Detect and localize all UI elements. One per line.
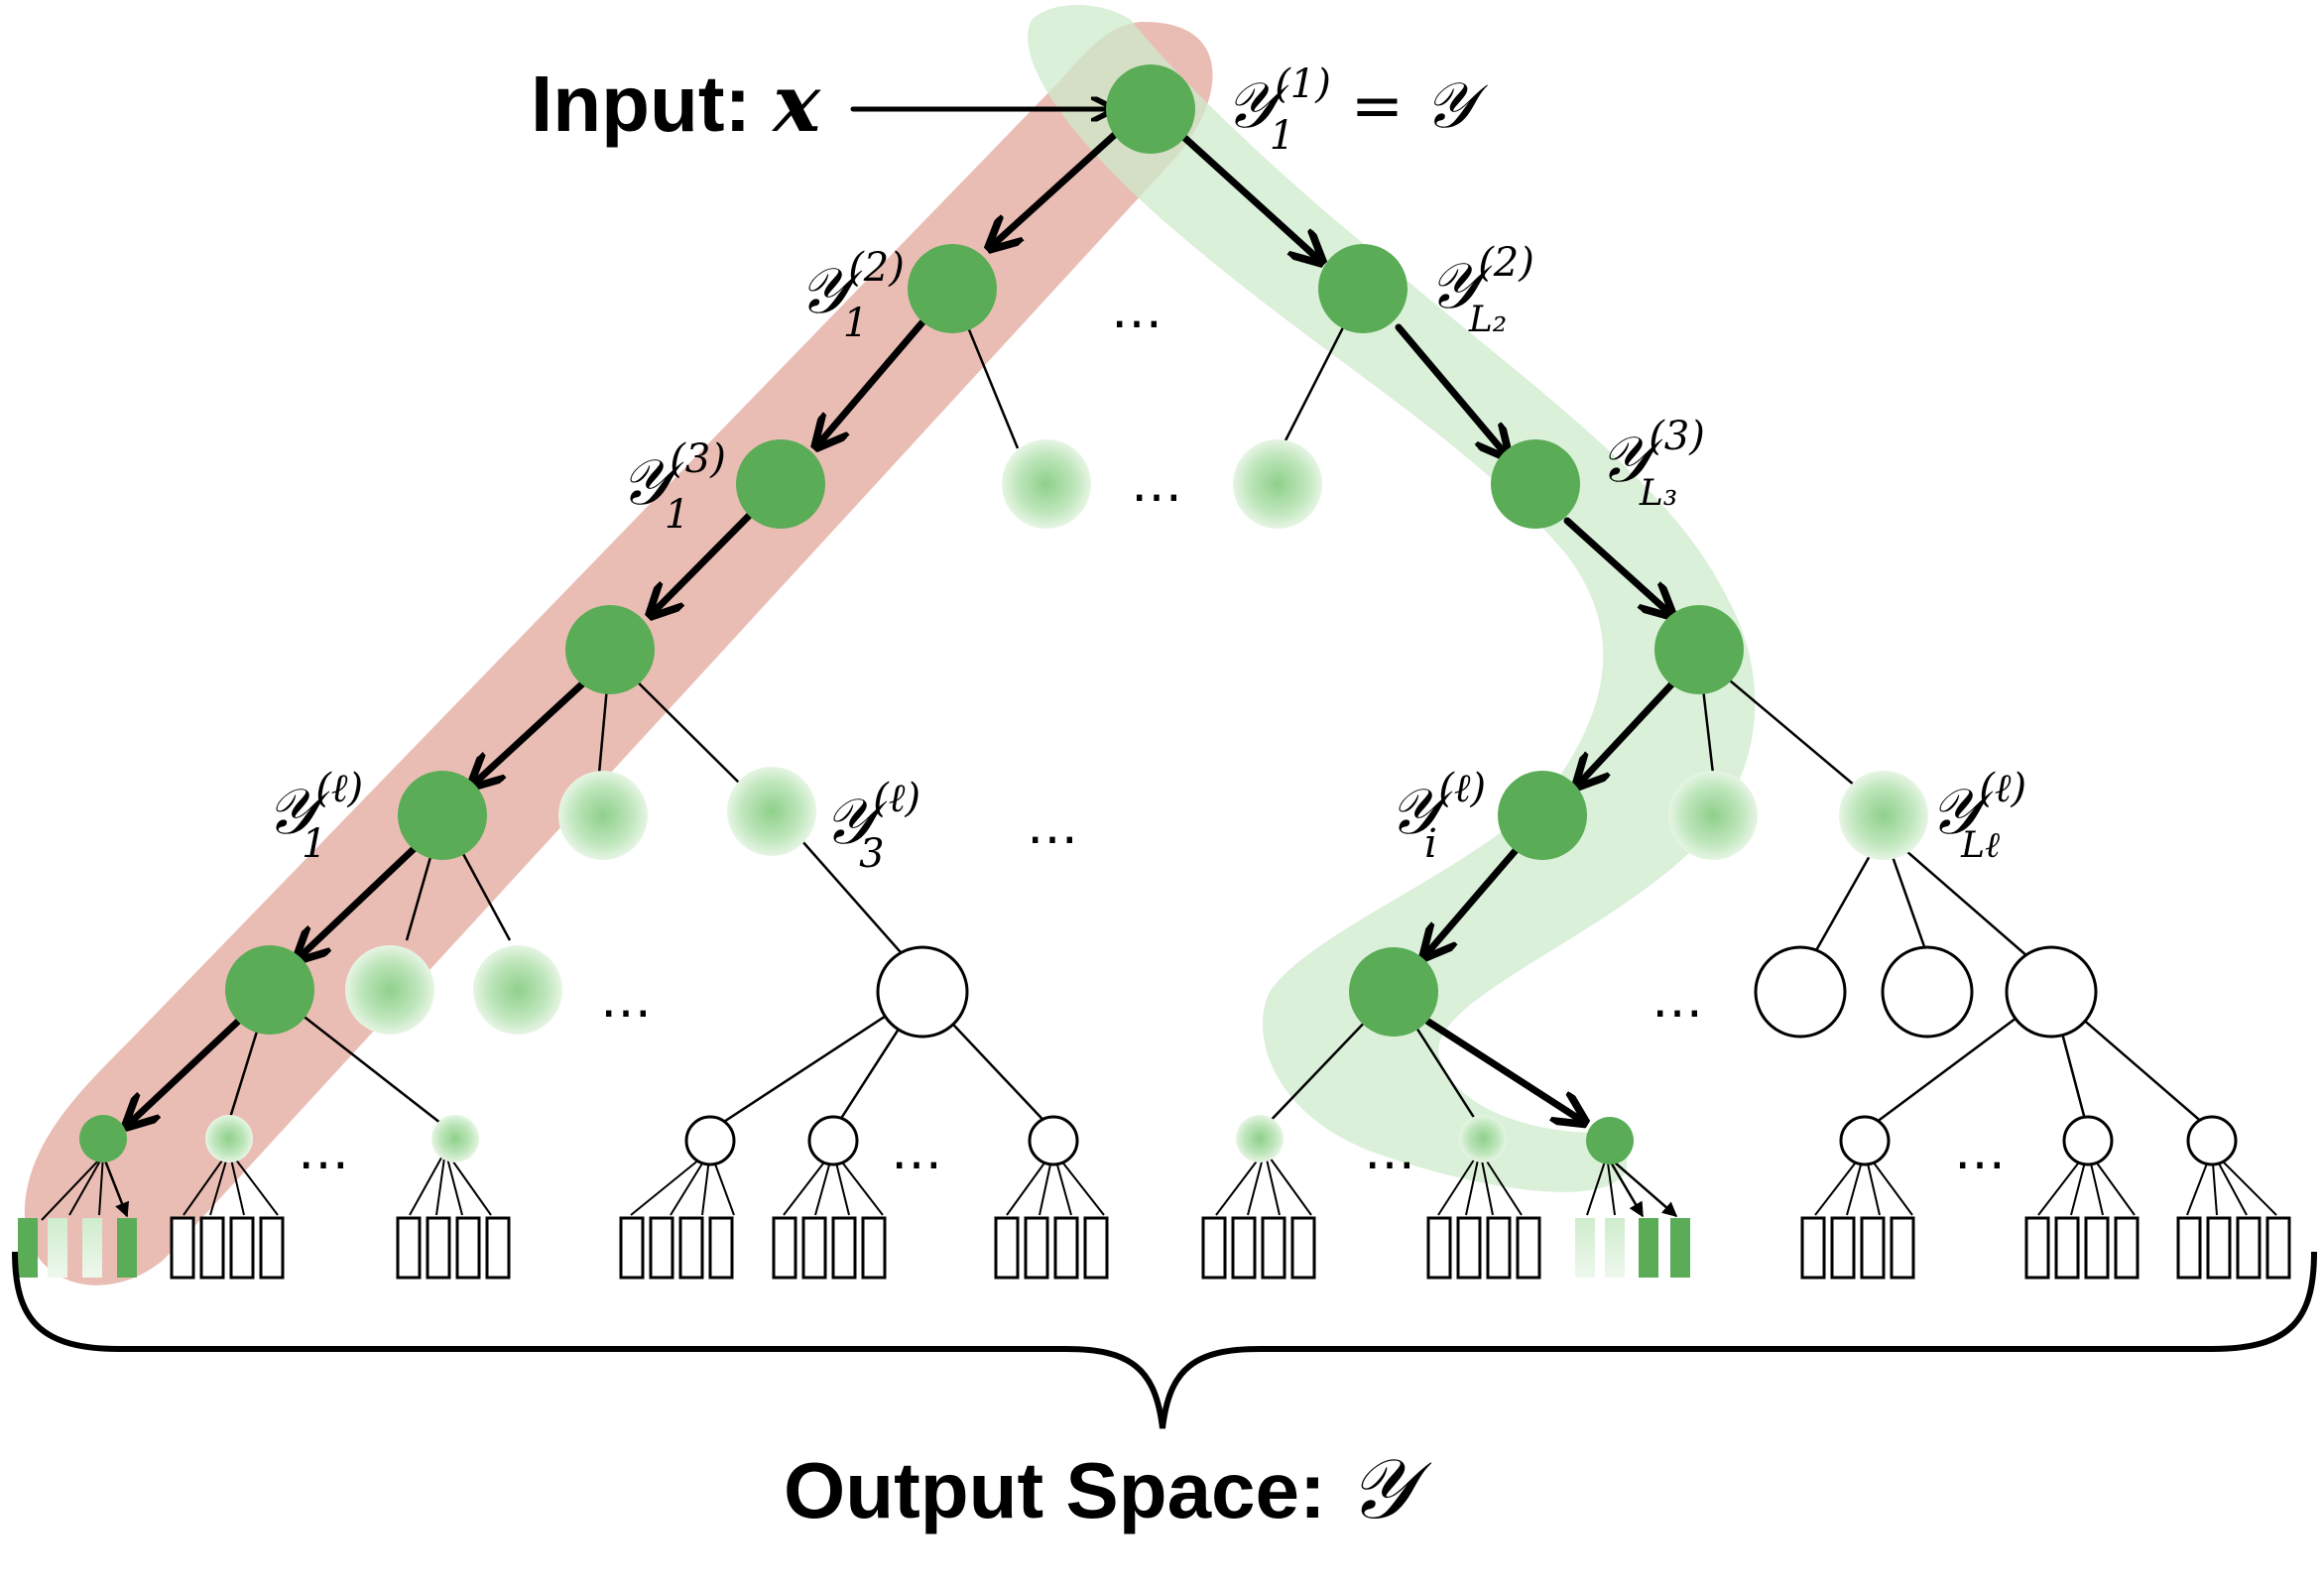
- node-l6-partial-a: [345, 945, 434, 1035]
- ellipsis-markers: … … … … … … … … …: [298, 281, 2006, 1181]
- node-l6-empty-a: [876, 945, 969, 1039]
- node-l6-left: [225, 945, 314, 1035]
- leaf-parent-partial-c: [1236, 1115, 1284, 1162]
- ellipsis: …: [1027, 796, 1078, 856]
- ellipsis: …: [1954, 1122, 2006, 1181]
- output-label-prefix: Output Space:: [784, 1446, 1348, 1534]
- label-ll-i: 𝒴(ℓ)i: [1389, 766, 1486, 867]
- node-ll-2: [558, 771, 648, 860]
- leaf-box: [82, 1218, 102, 1278]
- leaf-box: [117, 1218, 137, 1278]
- leaf-parent-empty-b: [807, 1115, 859, 1166]
- label-ll-3: 𝒴(ℓ)3: [823, 776, 920, 877]
- green-path-band: [1028, 5, 1756, 1192]
- node-l2-right: [1318, 244, 1407, 333]
- node-ll-i-sibling: [1668, 771, 1758, 860]
- ellipsis: …: [891, 1122, 942, 1181]
- input-variable: x: [771, 57, 821, 150]
- tree-nodes: [79, 64, 2238, 1166]
- output-label: Output Space: 𝒴: [784, 1440, 1432, 1537]
- node-l3-partial-b: [1233, 439, 1322, 529]
- path-highlight-bands: [24, 5, 1756, 1285]
- ellipsis: …: [1364, 1122, 1415, 1181]
- input-label: Input: x: [531, 57, 821, 150]
- input-label-prefix: Input:: [531, 60, 773, 148]
- ellipsis: …: [600, 970, 652, 1030]
- leaf-parent-empty-f: [2186, 1115, 2238, 1166]
- node-ll-i: [1498, 771, 1587, 860]
- leaf-parent-empty-a: [684, 1115, 736, 1166]
- leaf-parent-active-left: [79, 1115, 127, 1162]
- svg-text:Input: x: Input: x: [531, 57, 821, 150]
- node-ll-1: [398, 771, 487, 860]
- ellipsis: …: [1651, 970, 1703, 1030]
- output-variable: 𝒴: [1348, 1440, 1432, 1537]
- leaf-fan-edges: [41, 1150, 2277, 1221]
- output-brace: [12, 1251, 2317, 1429]
- label-l3-left: 𝒴(3)1: [620, 436, 726, 538]
- ellipsis: …: [1131, 454, 1182, 514]
- node-l3-partial-a: [1002, 439, 1091, 529]
- leaf-parent-partial-d: [1459, 1115, 1507, 1162]
- ellipsis: …: [1111, 281, 1162, 340]
- leaf-box: [18, 1218, 38, 1278]
- node-ll-3: [727, 767, 816, 856]
- node-l6-empty-c: [1881, 945, 1974, 1039]
- leaf-parent-empty-c: [1028, 1115, 1079, 1166]
- ellipsis: …: [298, 1122, 349, 1181]
- node-l6-partial-b: [473, 945, 562, 1035]
- node-l4-right: [1654, 605, 1744, 694]
- label-ll-L: 𝒴(ℓ)Lℓ: [1929, 766, 2026, 866]
- node-l6-empty-b: [1754, 945, 1847, 1039]
- node-l6-empty-d: [2005, 945, 2098, 1039]
- node-l3-left: [736, 439, 825, 529]
- leaf-parent-partial-b: [431, 1115, 479, 1162]
- node-l3-right: [1491, 439, 1580, 529]
- node-l2-left: [908, 244, 997, 333]
- node-l6-right: [1349, 947, 1438, 1037]
- root-node: [1106, 64, 1195, 154]
- leaf-box: [48, 1218, 67, 1278]
- leaf-parent-empty-d: [1839, 1115, 1891, 1166]
- leaf-parent-empty-e: [2062, 1115, 2114, 1166]
- node-ll-L: [1839, 771, 1928, 860]
- path-arrows: [129, 109, 1676, 1124]
- label-root: 𝒴(1)1 = 𝒴: [1225, 61, 1489, 159]
- leaf-parent-active-right: [1586, 1117, 1634, 1164]
- leaf-boxes: [18, 1216, 2291, 1280]
- node-labels: 𝒴(1)1 = 𝒴 𝒴(2)1 𝒴(2)L₂ 𝒴(3)1 𝒴(3)L₃ 𝒴(ℓ)…: [266, 61, 2026, 877]
- leaf-arrows: [101, 1155, 1678, 1218]
- leaf-parent-partial-a: [205, 1115, 253, 1162]
- node-l4-left: [565, 605, 655, 694]
